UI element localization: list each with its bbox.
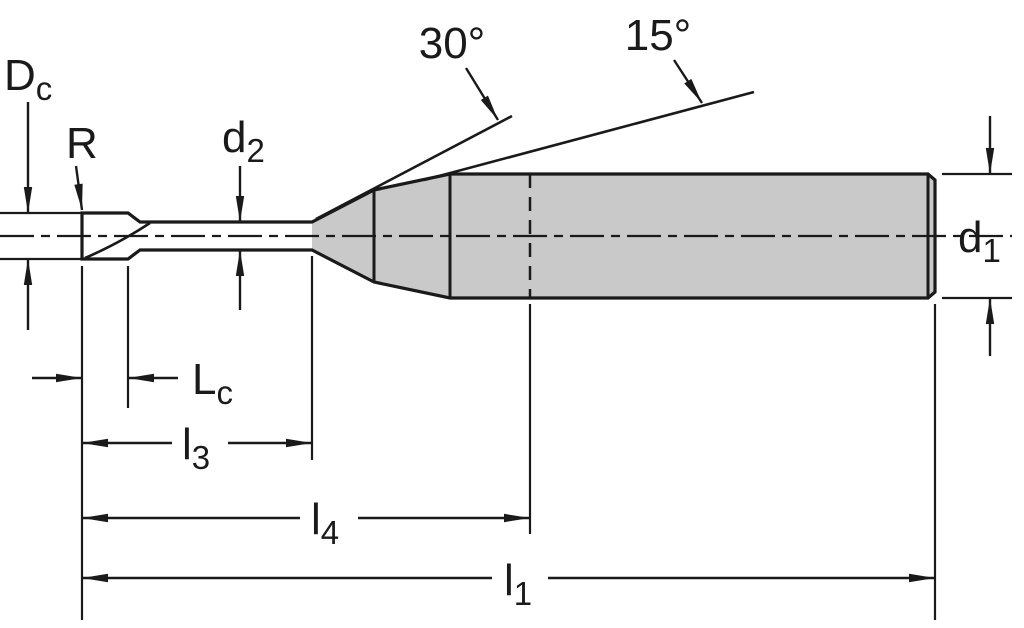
angle-30-line <box>315 114 513 221</box>
label-neck-length: l3 <box>182 420 210 476</box>
angle-15-line <box>423 90 755 182</box>
dimension-shank-diameter: d1 <box>942 116 1012 356</box>
dimension-cutting-diameter: Dc <box>0 51 82 330</box>
shank-fill <box>312 174 935 298</box>
dimension-reach-length: l4 <box>82 495 530 551</box>
label-angle-30: 30° <box>419 19 486 68</box>
angle-30-leader-arrow <box>464 67 500 121</box>
tool-outline <box>80 172 937 300</box>
flute-edge-line <box>84 221 151 260</box>
dimension-cutting-length: Lc <box>32 355 233 411</box>
label-cutting-length: Lc <box>192 355 233 411</box>
tool-body <box>0 172 1012 300</box>
dimension-neck-length: l3 <box>82 420 312 476</box>
label-corner-radius: R <box>66 119 98 168</box>
angle-construction: 30° 15° <box>315 11 755 221</box>
dimension-corner-radius: R <box>66 119 98 211</box>
label-overall-length: l1 <box>504 556 532 612</box>
label-shank-diameter: d1 <box>958 213 1001 269</box>
r-leader-arrow <box>74 165 84 211</box>
dimension-neck-diameter: d2 <box>222 113 265 310</box>
label-angle-15: 15° <box>625 11 692 60</box>
label-reach-length: l4 <box>311 495 339 551</box>
label-cutting-diameter: Dc <box>4 51 52 107</box>
dimension-overall-length: l1 <box>82 556 935 612</box>
label-neck-diameter: d2 <box>222 113 265 169</box>
angle-15-leader-arrow <box>672 59 704 104</box>
